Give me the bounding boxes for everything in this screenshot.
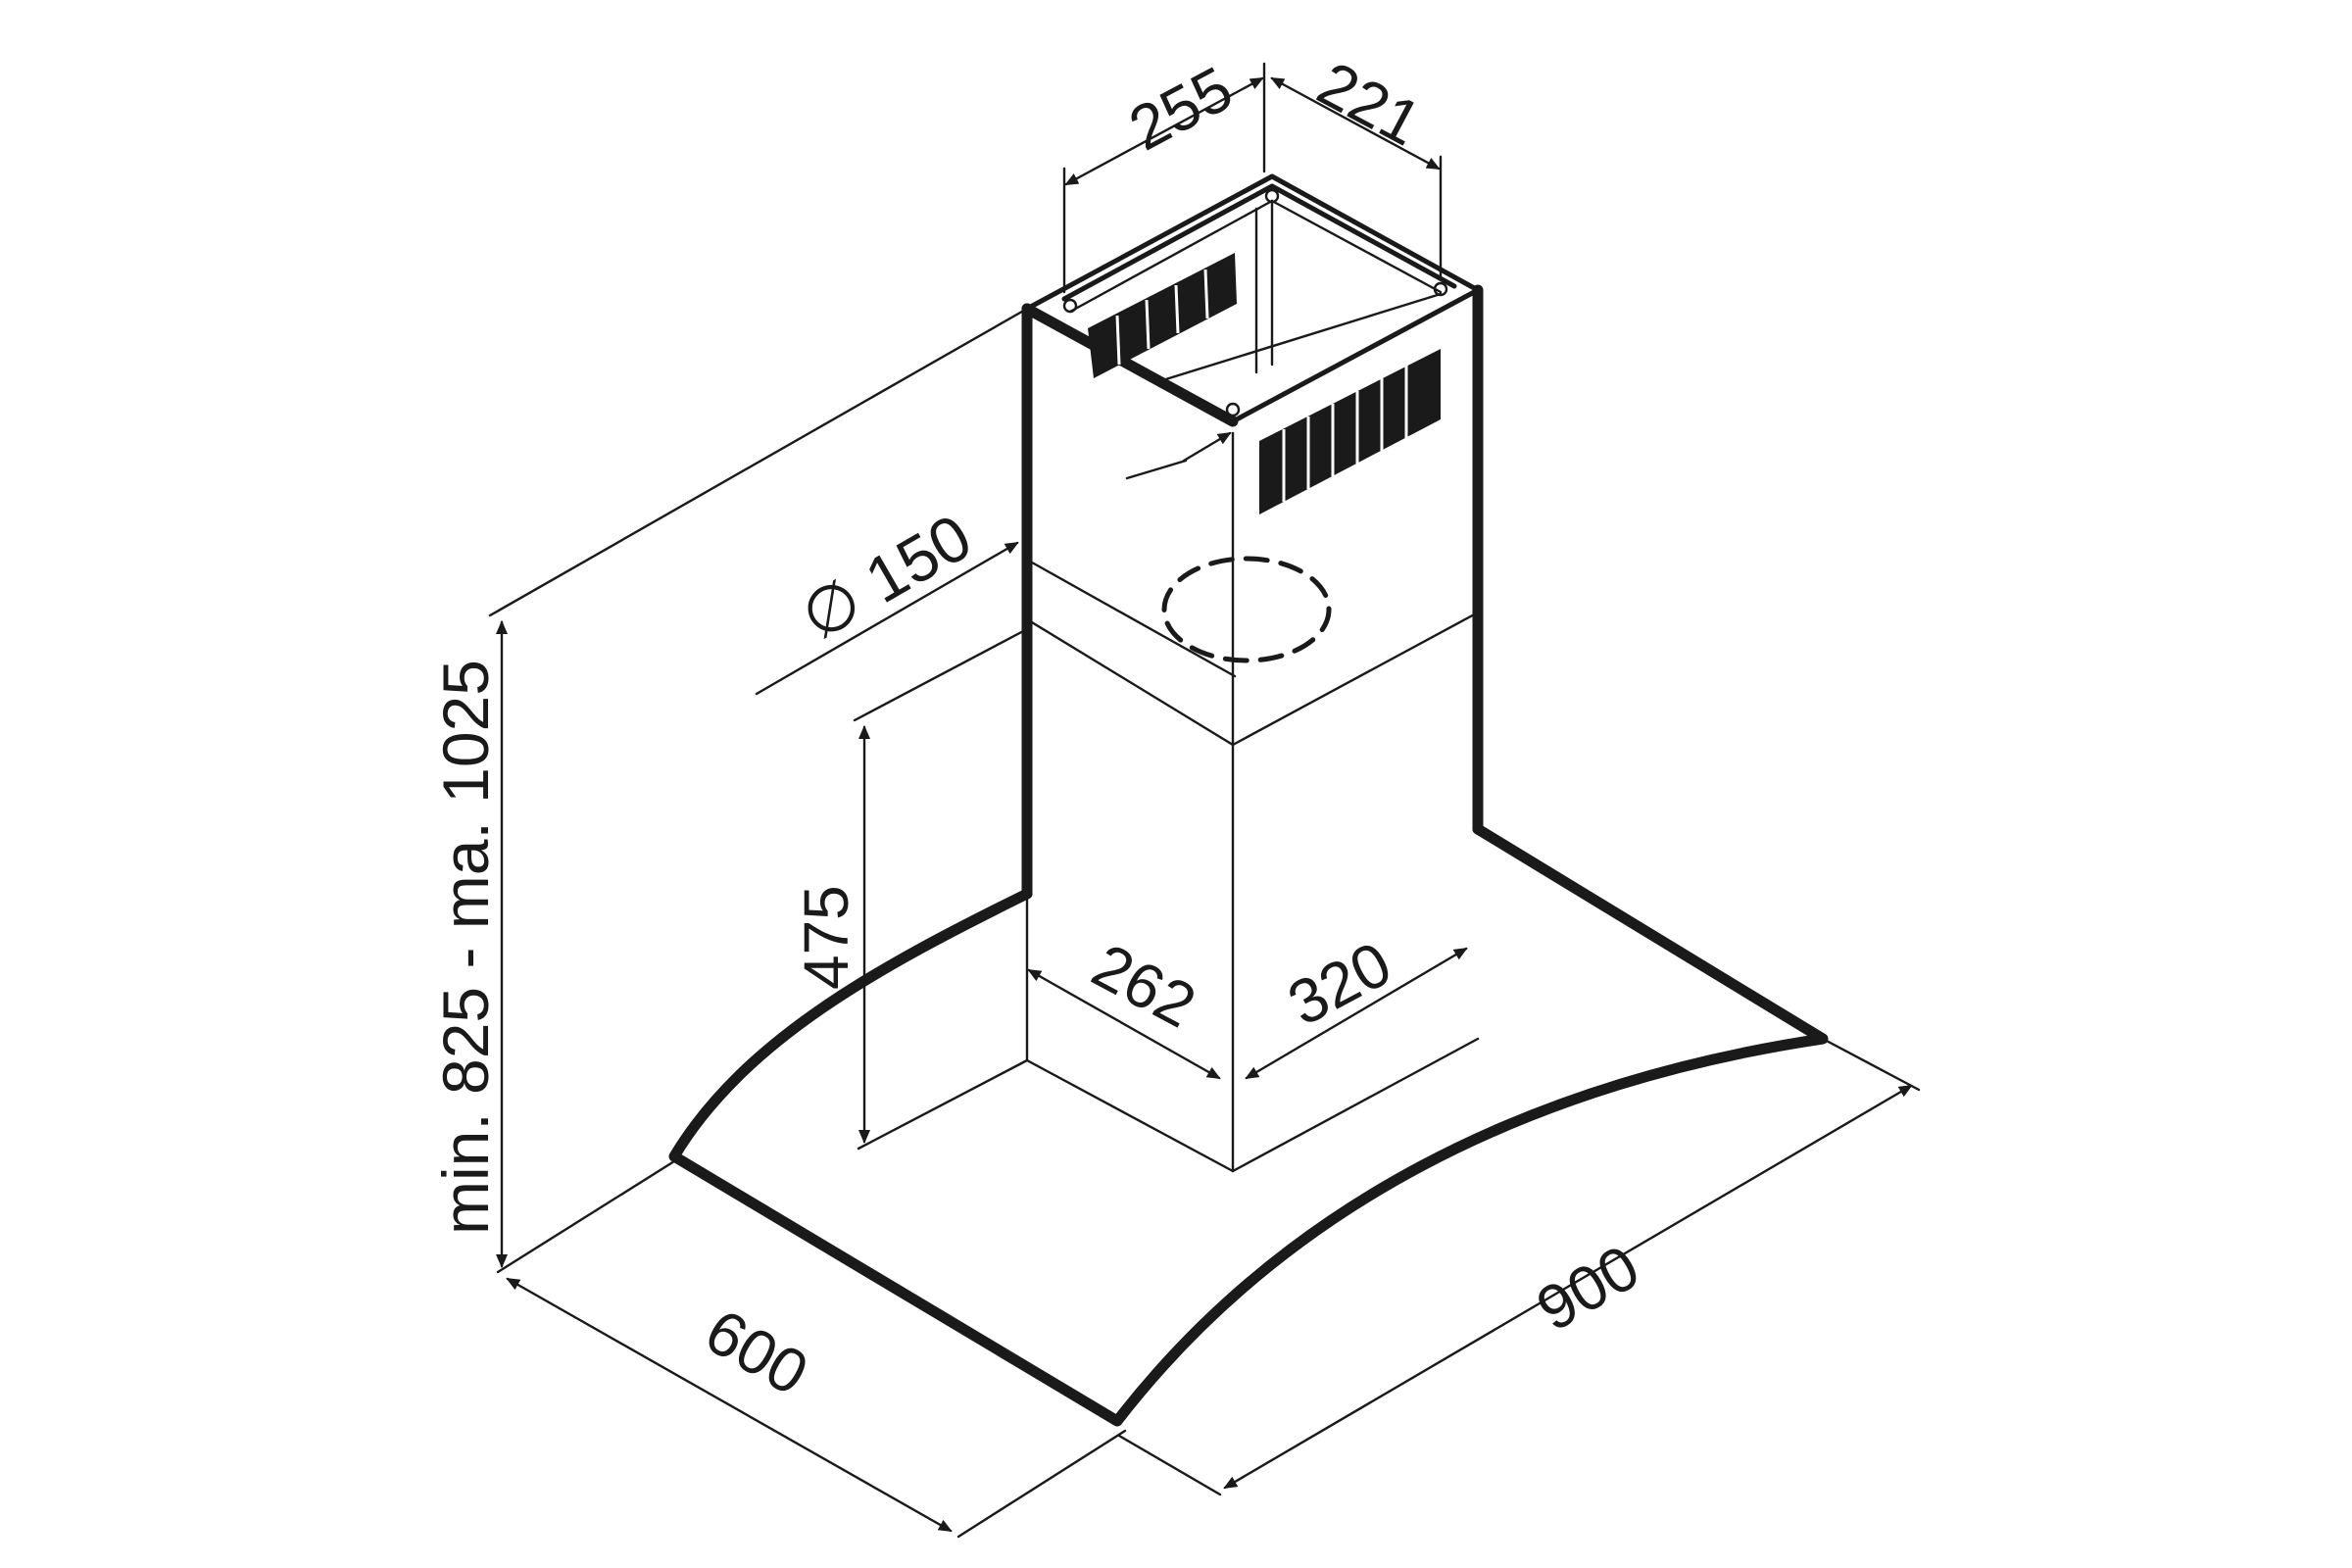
dim-chimney-lower-height: 475 — [791, 885, 861, 990]
dim-outlet-diameter: ∅ 150 — [789, 500, 983, 654]
dimension-lines — [488, 62, 1921, 1539]
dim-canopy-depth: 600 — [694, 1296, 819, 1409]
dim-chimney-top-depth: 221 — [1306, 48, 1432, 160]
rear-vent-grille — [1088, 253, 1237, 378]
dim-total-height: min. 825 - ma. 1025 — [429, 660, 502, 1235]
dim-chimney-base-depth: 320 — [1277, 928, 1402, 1040]
dim-chimney-base-width: 262 — [1081, 930, 1206, 1042]
outlet-hole-dashed — [1161, 556, 1332, 663]
chimney-upper — [1021, 173, 1481, 427]
side-vent-grille — [1259, 349, 1441, 514]
